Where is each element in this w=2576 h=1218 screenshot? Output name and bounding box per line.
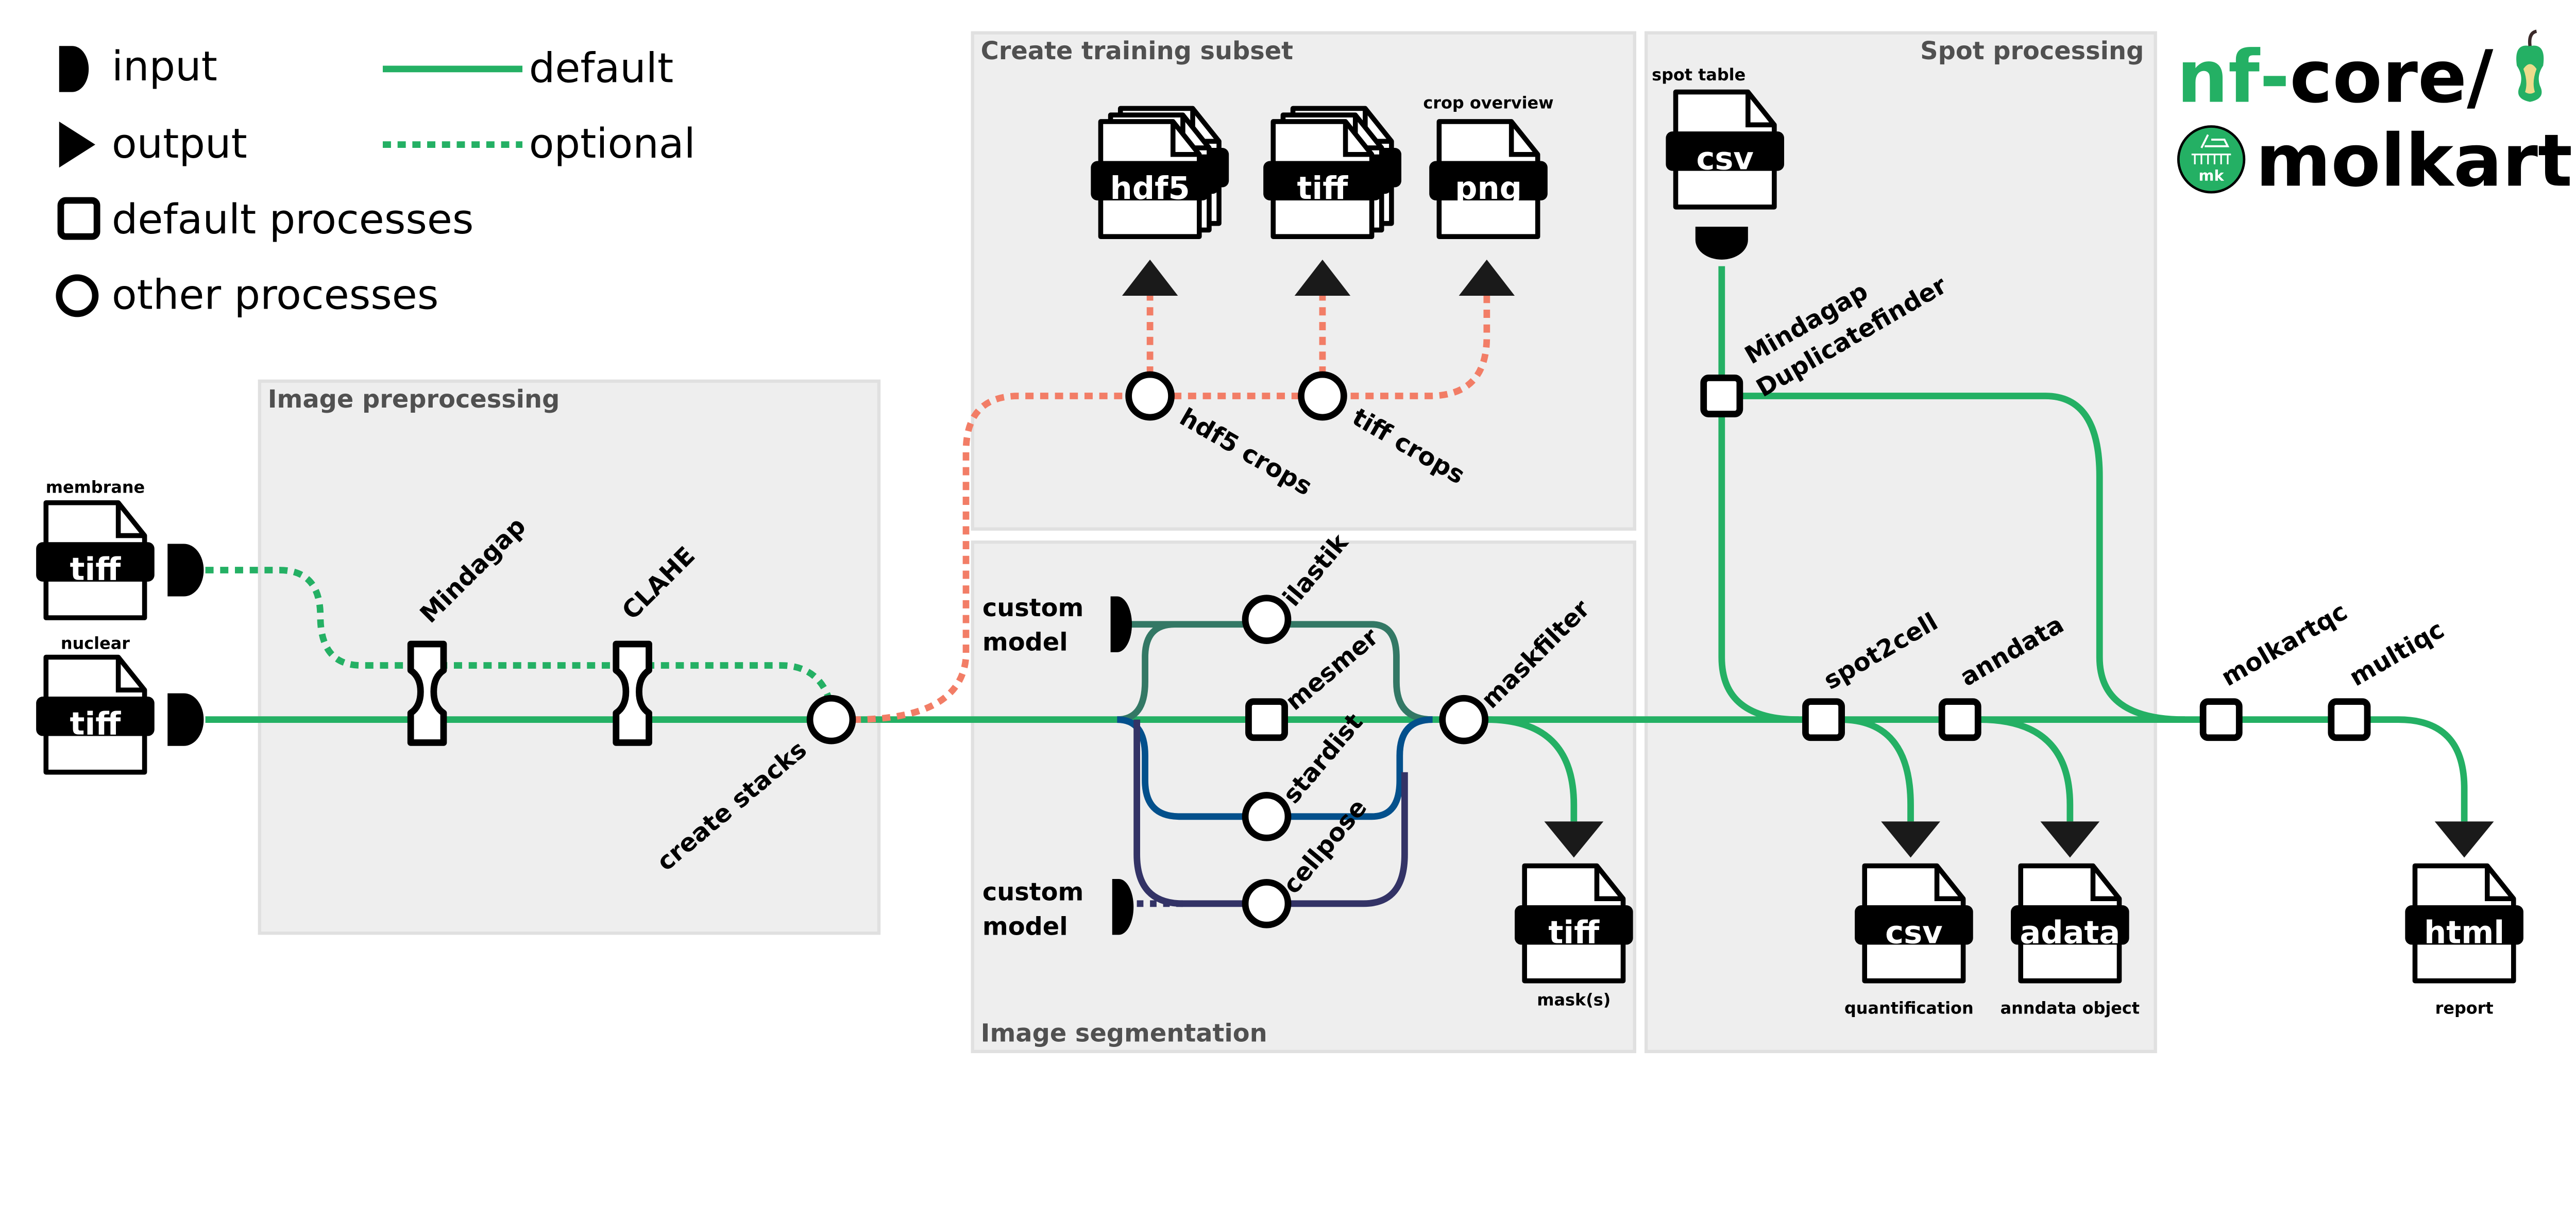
input-spot-table: spot table csv [1652,65,1784,260]
output-icon [1544,821,1604,858]
file-format: tiff [1297,171,1349,207]
output-icon [2434,821,2494,858]
input-label: custom [982,878,1083,906]
apple-core-icon [2516,29,2544,102]
spot-to-molkartqc-line [1721,393,2185,723]
section-title: Image preprocessing [268,385,560,414]
legend-other-processes: other processes [112,270,439,318]
training-subset-line [852,295,1490,723]
legend-default-processes: default processes [112,195,474,243]
output-quantification: csv quantification [1844,821,1974,1018]
logo-name: molkart [2256,119,2572,203]
legend-input: input [112,42,217,90]
input-custom-model-2: custom model [982,878,1134,941]
file-format: csv [1885,915,1942,951]
output-label: anndata object [2001,998,2140,1018]
main-line [205,716,2468,822]
crop-output-lines [1146,295,1326,375]
circle-process-icon [56,274,99,317]
input-label: model [982,912,1068,941]
input-icon [1695,227,1748,260]
output-masks: tiff mask(s) [1515,821,1633,1010]
input-icon [167,544,204,597]
file-format: tiff [1548,915,1600,951]
input-custom-model-1: custom model [982,594,1132,657]
output-icon [1881,821,1940,858]
file-format: adata [2020,915,2120,951]
process-label: multiqc [2345,616,2449,692]
output-label: crop overview [1423,93,1553,112]
anndata-output-line [1979,716,2074,822]
file-format: hdf5 [1110,171,1190,207]
output-tiff-crops: tiff [1263,108,1401,296]
input-label: custom [982,594,1083,622]
input-label: membrane [46,478,145,497]
output-icon [1459,259,1515,296]
output-icon [1294,259,1351,296]
legend-output: output [112,120,247,167]
input-label: nuclear [61,634,130,653]
mask-output-line [1486,716,1578,822]
input-membrane: membrane tiff [36,478,204,618]
section-image-preprocessing: Image preprocessing [258,379,881,935]
input-icon [167,693,204,746]
output-crop-overview: crop overview png [1423,93,1554,296]
input-icon [1110,596,1132,652]
file-format: png [1455,171,1522,207]
molkart-badge-icon: mk [2177,125,2246,194]
badge-text: mk [2199,167,2225,184]
legend-default: default [529,44,673,92]
section-title: Image segmentation [981,1020,1267,1048]
molkart-metro-map: Image preprocessing Create training subs… [0,29,2572,1053]
legend-optional: optional [529,120,696,167]
legend: input output default processes other pro… [56,42,696,318]
file-format: html [2424,915,2504,951]
input-label: model [982,629,1068,657]
section-title: Create training subset [981,37,1293,65]
output-label: quantification [1844,998,1974,1018]
section-title: Spot processing [1920,37,2144,65]
output-label: report [2435,998,2494,1018]
logo-text: nf-core/ [2177,36,2494,120]
output-symbol-icon [59,121,95,168]
input-nuclear: nuclear tiff [36,634,204,772]
stardist-line [1117,716,1433,820]
file-format: tiff [70,706,122,742]
input-icon [1112,878,1134,935]
output-icon [1122,259,1178,296]
nf-core-molkart-logo: nf-core/ mk molkart [2177,29,2572,203]
membrane-optional-line [205,567,835,707]
spot-line [1718,266,1799,723]
input-label: spot table [1652,65,1745,84]
square-process-icon [57,197,100,240]
file-format: csv [1696,141,1753,177]
output-hdf5: hdf5 [1091,108,1229,296]
input-symbol-icon [59,46,89,92]
ilastik-line [1117,621,1433,723]
quantification-output-line [1840,716,1914,822]
process-label: molkartqc [2216,598,2352,692]
output-anndata: adata anndata object [2001,821,2140,1018]
output-icon [2040,821,2100,858]
output-report: html report [2405,821,2523,1018]
file-format: tiff [70,552,122,588]
output-label: mask(s) [1537,990,1611,1010]
